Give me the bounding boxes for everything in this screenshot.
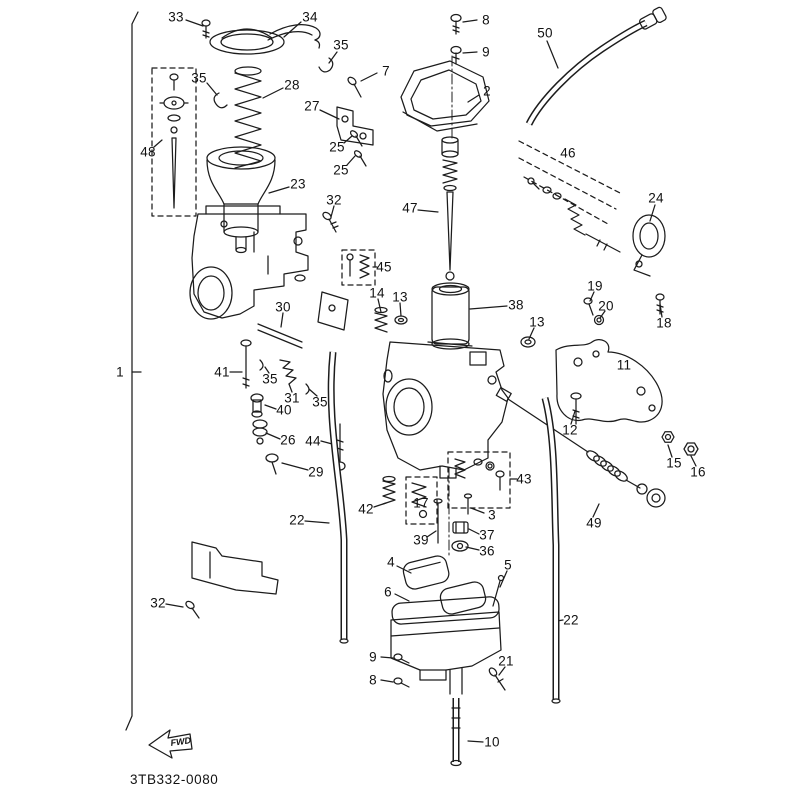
screw-18 bbox=[655, 293, 665, 301]
diaphragm-23 bbox=[206, 146, 276, 170]
jet-36 bbox=[451, 540, 469, 552]
mount-bracket-lower bbox=[185, 541, 279, 619]
screw-7 bbox=[347, 76, 357, 86]
clip-35-c bbox=[259, 359, 264, 371]
top-cap-assembly bbox=[201, 19, 334, 254]
spring-31 bbox=[279, 359, 297, 385]
left-carburetor-body bbox=[189, 205, 376, 331]
vacuum-slide-38 bbox=[431, 282, 470, 350]
screw-32-bottom bbox=[185, 600, 195, 610]
spring-28 bbox=[234, 66, 262, 76]
gasket-6 bbox=[391, 596, 500, 625]
diagram-code: 3TB332-0080 bbox=[130, 772, 219, 787]
fwd-arrow-label: FWD bbox=[170, 735, 192, 748]
pilot-jet-parts bbox=[382, 451, 511, 552]
float-4-b bbox=[439, 581, 487, 615]
float-bowl-assembly bbox=[390, 555, 506, 695]
screw-41 bbox=[240, 339, 252, 347]
nut-16 bbox=[683, 442, 699, 456]
washer-13-a bbox=[394, 315, 408, 325]
washer-stack-26 bbox=[252, 419, 268, 429]
upper-bracket-27 bbox=[336, 76, 374, 167]
linkage-46 bbox=[518, 140, 666, 326]
stay-bracket-11 bbox=[555, 339, 699, 456]
top-cover-2 bbox=[400, 13, 490, 139]
center-carburetor-body bbox=[374, 306, 536, 557]
fuel-pipe-50 bbox=[525, 19, 648, 126]
shaft-30 bbox=[257, 323, 303, 349]
clip-35-right bbox=[318, 57, 334, 73]
fwd-arrow: FWD bbox=[148, 729, 193, 759]
screw-29 bbox=[265, 453, 279, 463]
screw-9-bowl bbox=[393, 653, 403, 661]
screw-12 bbox=[570, 392, 582, 400]
hoses-and-pipes bbox=[327, 6, 667, 767]
spring-42 bbox=[382, 475, 396, 483]
screw-32-top bbox=[322, 211, 332, 221]
float-pin-5 bbox=[497, 574, 505, 582]
nut-15 bbox=[661, 431, 675, 443]
clip-35-d bbox=[305, 383, 310, 395]
kit-box-43 bbox=[447, 451, 511, 509]
screw-19 bbox=[583, 297, 593, 305]
jet-37 bbox=[452, 521, 469, 534]
clip-35-left bbox=[213, 92, 228, 109]
kit-box-45 bbox=[341, 249, 376, 286]
screw-8-bowl bbox=[393, 677, 403, 685]
lever-cover-24 bbox=[632, 214, 666, 258]
spring-14 bbox=[374, 306, 388, 314]
washer-13-b bbox=[520, 336, 536, 348]
assembly-bracket bbox=[125, 11, 142, 731]
jet-40 bbox=[250, 393, 264, 403]
float-4-a bbox=[402, 555, 450, 590]
washer-20 bbox=[593, 314, 605, 326]
kit-box-17 bbox=[405, 476, 438, 525]
screw-21 bbox=[488, 667, 498, 677]
kit-box-48 bbox=[151, 67, 197, 217]
needle-assembly-47 bbox=[441, 136, 459, 281]
throttle-cable-49 bbox=[495, 386, 666, 508]
pipe-connector bbox=[639, 6, 667, 30]
